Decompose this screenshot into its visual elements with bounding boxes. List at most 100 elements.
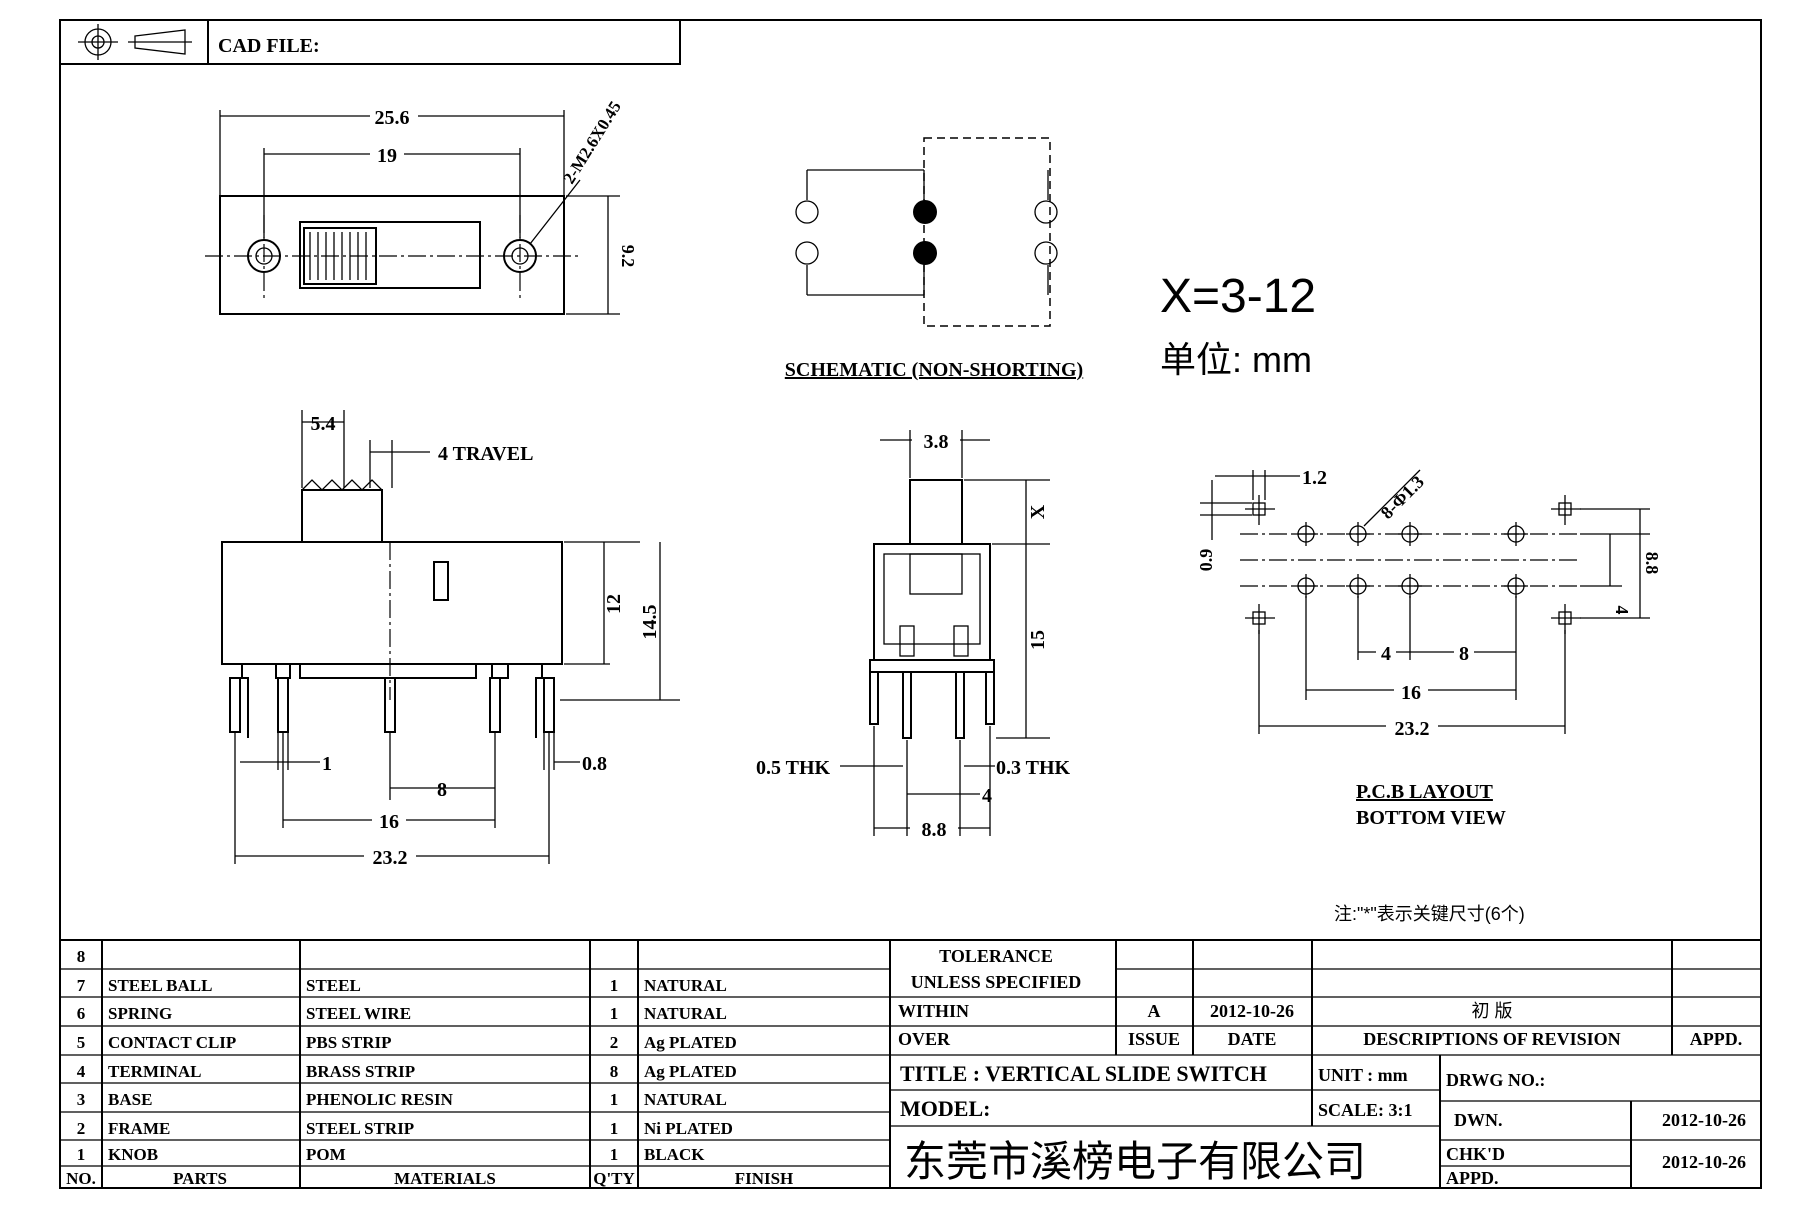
end-view: 3.8 X 15 0.5 THK 0.3 THK 4 8.8 [756, 428, 1071, 841]
over-label: OVER [898, 1029, 951, 1049]
pcb-layout: 1.2 8-Φ1.3 0.9 8.8 4 4 8 16 23.2 P.C.B L… [1196, 467, 1662, 829]
bom-cell-material: PHENOLIC RESIN [306, 1090, 454, 1109]
bom-cell-qty: 8 [610, 1062, 619, 1081]
appd-label: APPD. [1446, 1168, 1499, 1188]
dim-3-8: 3.8 [924, 431, 949, 453]
pcb-dim-4v: 4 [1612, 606, 1632, 615]
bom-cell-qty: 1 [610, 976, 619, 995]
bom-header-part: PARTS [173, 1169, 227, 1188]
rev-issue: A [1148, 1001, 1161, 1021]
header-box: CAD FILE: [59, 19, 681, 65]
travel-label: 4 TRAVEL [438, 443, 533, 465]
bom-cell-qty: 2 [610, 1033, 619, 1052]
bom-cell-no: 3 [77, 1090, 86, 1109]
bom-cell-no: 4 [77, 1062, 86, 1081]
rev-description: 初 版 [1471, 1001, 1512, 1021]
dim-14-5: 14.5 [639, 605, 661, 640]
dim-screw: 2-M2.6X0.45 [559, 98, 625, 187]
bom-cell-no: 8 [77, 947, 86, 966]
bom-header-qty: Q'TY [593, 1169, 635, 1188]
unit-label: UNIT : mm [1318, 1065, 1408, 1085]
dim-9-2: 9.2 [618, 245, 638, 268]
within-label: WITHIN [898, 1001, 969, 1021]
bom-cell-qty: 1 [610, 1004, 619, 1023]
unit-note: 单位: mm [1160, 339, 1312, 380]
top-view: 25.6 19 9.2 2-M2.6X0.45 [205, 98, 638, 315]
pcb-caption-2: BOTTOM VIEW [1356, 807, 1506, 829]
thk-left: 0.5 THK [756, 757, 831, 779]
scale-label: SCALE: 3:1 [1318, 1100, 1413, 1120]
bom-cell-material: PBS STRIP [306, 1033, 392, 1052]
pcb-dim-16: 16 [1401, 682, 1421, 704]
pcb-dim-8: 8 [1459, 643, 1469, 665]
bom-cell-finish: Ag PLATED [644, 1062, 737, 1081]
bom-cell-material: BRASS STRIP [306, 1062, 415, 1081]
pcb-dim-holes: 8-Φ1.3 [1377, 472, 1428, 523]
dim-5-4: 5.4 [311, 413, 336, 435]
tolerance-unless: UNLESS SPECIFIED [911, 972, 1082, 992]
schematic-caption: SCHEMATIC (NON-SHORTING) [785, 359, 1083, 381]
bom-cell-part: STEEL BALL [108, 976, 212, 995]
pcb-dim-8-8: 8.8 [1642, 552, 1662, 575]
bom-cell-part: SPRING [108, 1004, 172, 1023]
bom-cell-finish: BLACK [644, 1145, 705, 1164]
side-view: 5.4 4 TRAVEL 12 14.5 1 0.8 8 16 [221, 410, 680, 869]
schematic: SCHEMATIC (NON-SHORTING) [785, 137, 1083, 381]
bom-cell-no: 1 [77, 1145, 86, 1164]
dim-1: 1 [322, 753, 332, 775]
chkd-label: CHK'D [1446, 1144, 1505, 1164]
dim-4: 4 [982, 785, 992, 807]
bom-header-material: MATERIALS [394, 1169, 496, 1188]
bom-cell-part: TERMINAL [108, 1062, 202, 1081]
rev-date: 2012-10-26 [1210, 1001, 1294, 1021]
bom-cell-material: STEEL [306, 976, 361, 995]
bom-cell-qty: 1 [610, 1145, 619, 1164]
pcb-caption-1: P.C.B LAYOUT [1356, 781, 1494, 803]
dim-8-8: 8.8 [922, 819, 947, 841]
drawing-number-label: DRWG NO.: [1446, 1070, 1545, 1090]
bom-cell-finish: NATURAL [644, 1004, 727, 1023]
thk-right: 0.3 THK [996, 757, 1071, 779]
bom-cell-finish: NATURAL [644, 976, 727, 995]
description-header: DESCRIPTIONS OF REVISION [1363, 1029, 1620, 1049]
drawing-title: TITLE : VERTICAL SLIDE SWITCH [900, 1061, 1267, 1086]
pcb-dim-0-9: 0.9 [1196, 549, 1216, 572]
pcb-dim-4h: 4 [1381, 643, 1391, 665]
bom-header-no: NO. [66, 1169, 96, 1188]
x-range-note: X=3-12 [1160, 270, 1316, 323]
bom-cell-finish: Ni PLATED [644, 1119, 733, 1138]
bom-cell-part: KNOB [108, 1145, 158, 1164]
model-label: MODEL: [900, 1096, 990, 1121]
dim-23-2: 23.2 [373, 847, 408, 869]
title-block: TOLERANCE UNLESS SPECIFIED WITHIN OVER A… [890, 940, 1761, 1188]
projection-symbol-icon [78, 24, 192, 60]
issue-header: ISSUE [1128, 1029, 1180, 1049]
chkd-date: 2012-10-26 [1662, 1152, 1746, 1172]
footnote: 注:"*"表示关键尺寸(6个) [1334, 904, 1525, 924]
bom-cell-part: CONTACT CLIP [108, 1033, 236, 1052]
bom-cell-no: 2 [77, 1119, 86, 1138]
dim-25-6: 25.6 [375, 107, 410, 129]
dim-12: 12 [603, 594, 625, 614]
bom-cell-material: STEEL STRIP [306, 1119, 414, 1138]
bom-cell-material: POM [306, 1145, 346, 1164]
bom-cell-part: BASE [108, 1090, 152, 1109]
bom-cell-qty: 1 [610, 1119, 619, 1138]
bom-cell-no: 6 [77, 1004, 86, 1023]
pcb-dim-1-2: 1.2 [1302, 467, 1327, 489]
dim-15: 15 [1027, 630, 1049, 650]
dim-16: 16 [379, 811, 399, 833]
bom-cell-no: 5 [77, 1033, 86, 1052]
bom-cell-part: FRAME [108, 1119, 170, 1138]
dwn-date: 2012-10-26 [1662, 1110, 1746, 1130]
bom-header-finish: FINISH [735, 1169, 794, 1188]
pcb-dim-23-2: 23.2 [1395, 718, 1430, 740]
bom-cell-finish: Ag PLATED [644, 1033, 737, 1052]
bom-cell-qty: 1 [610, 1090, 619, 1109]
dim-x: X [1027, 504, 1049, 519]
cad-file-label: CAD FILE: [218, 35, 320, 57]
dim-8: 8 [437, 779, 447, 801]
dim-0-8: 0.8 [582, 753, 607, 775]
